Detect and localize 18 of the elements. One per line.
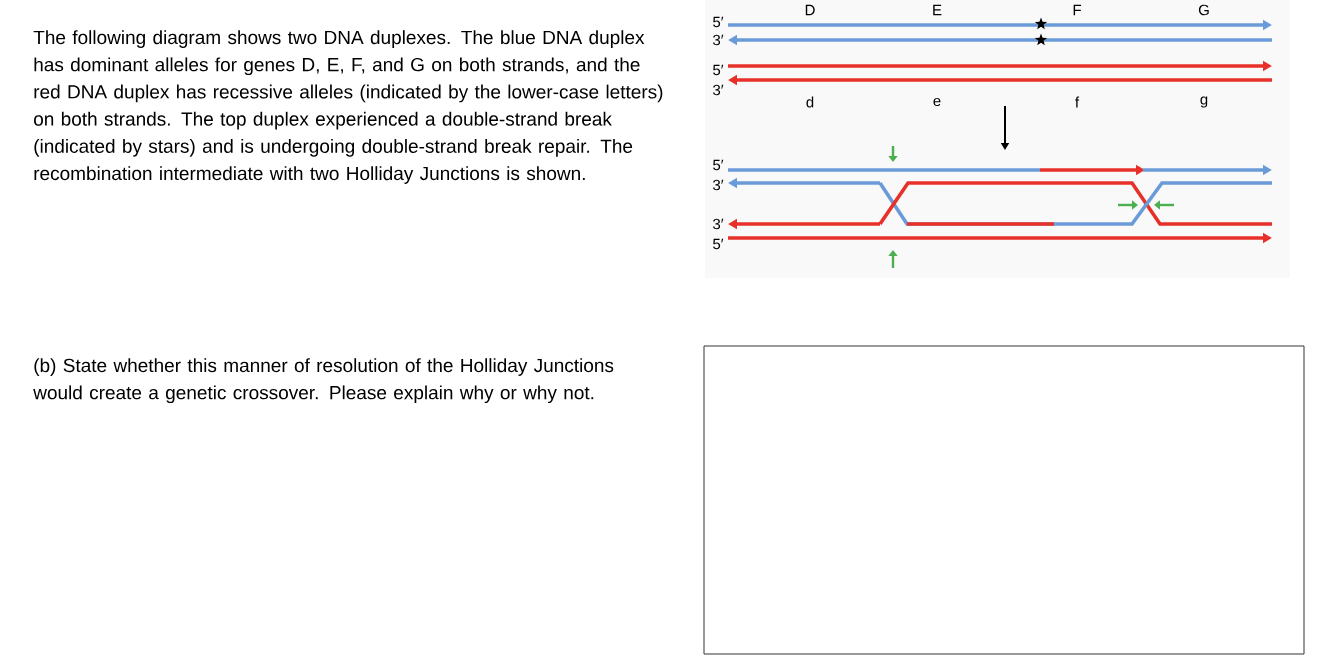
strand-end-label: 5′: [713, 238, 724, 250]
gene-label: g: [1200, 96, 1208, 108]
strand-end-label: 3′: [713, 34, 724, 46]
strand-end-label: 3′: [713, 179, 724, 191]
strand-end-label: 5′: [713, 64, 724, 76]
gene-label: D: [805, 4, 815, 16]
gene-label: F: [1073, 4, 1081, 16]
gene-label: d: [806, 96, 814, 108]
question-text: The following diagram shows two DNA duplexes. The blue DNA duplex has dominant alleles for genes D, E, F, and G on both strands, and the red DNA duplex has recessive alleles (indicated by the lower-case letters) on both strands. The top duplex experienced a double-strand break (indicated by stars) and is undergoing double-strand break repair. The recombination intermediate with two Holliday Junctions is shown.: [33, 30, 663, 184]
strand-end-label: 5′: [713, 159, 724, 171]
strand-end-label: 3′: [713, 84, 724, 96]
gene-label: E: [933, 4, 942, 16]
gene-label: G: [1198, 4, 1209, 16]
question-text: (b) State whether this manner of resolution of the Holliday Junctions would create a genetic crossover. Please explain why or why not.: [33, 358, 614, 404]
strand-end-label: 5′: [713, 16, 724, 28]
gene-label: e: [933, 97, 941, 107]
gene-label: f: [1075, 96, 1080, 108]
strand-end-label: 3′: [713, 218, 724, 230]
